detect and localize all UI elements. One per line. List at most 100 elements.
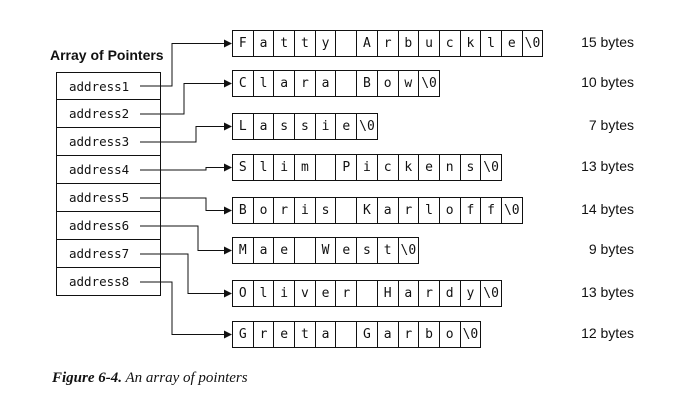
pointer-cell: address6 bbox=[56, 212, 161, 240]
char-cell: r bbox=[294, 70, 316, 97]
byte-count: 13 bytes bbox=[581, 158, 634, 174]
char-cell: t bbox=[294, 30, 316, 57]
char-cell bbox=[335, 30, 358, 57]
char-cell bbox=[335, 197, 358, 224]
char-cell: e bbox=[273, 237, 296, 264]
char-cell: c bbox=[438, 30, 461, 57]
char-cell: e bbox=[500, 30, 523, 57]
char-cell: o bbox=[252, 197, 275, 224]
char-cell: t bbox=[376, 237, 399, 264]
char-cell: \0 bbox=[418, 70, 440, 97]
char-cell: a bbox=[397, 280, 420, 307]
char-cell: w bbox=[397, 70, 420, 97]
char-cell bbox=[314, 154, 337, 181]
char-cell: \0 bbox=[480, 154, 502, 181]
char-cell: r bbox=[397, 197, 420, 224]
char-cell: L bbox=[232, 113, 254, 140]
char-cell: c bbox=[376, 154, 399, 181]
byte-count: 12 bytes bbox=[581, 325, 634, 341]
char-cell: r bbox=[418, 280, 440, 307]
byte-count: 10 bytes bbox=[581, 74, 634, 90]
char-cell: a bbox=[376, 197, 399, 224]
byte-count: 9 bytes bbox=[588, 241, 634, 257]
char-cell: e bbox=[273, 321, 296, 348]
byte-count: 15 bytes bbox=[581, 34, 634, 50]
char-cell: a bbox=[376, 321, 399, 348]
char-cell: a bbox=[252, 237, 275, 264]
char-cell: e bbox=[418, 154, 440, 181]
pointer-cell: address5 bbox=[56, 184, 161, 212]
byte-count: 13 bytes bbox=[581, 284, 634, 300]
byte-count: 14 bytes bbox=[581, 201, 634, 217]
char-cell: l bbox=[252, 154, 275, 181]
char-cell: r bbox=[273, 197, 296, 224]
char-cell: i bbox=[273, 280, 296, 307]
char-cell: e bbox=[314, 280, 337, 307]
caption-text: An array of pointers bbox=[125, 370, 248, 386]
char-cell: l bbox=[480, 30, 502, 57]
figure-caption: Figure 6-4. An array of pointers bbox=[52, 370, 248, 387]
char-cell: \0 bbox=[356, 113, 378, 140]
diagram-title: Array of Pointers bbox=[50, 47, 164, 63]
char-cell bbox=[294, 237, 316, 264]
char-cell: K bbox=[356, 197, 378, 224]
char-cell: B bbox=[356, 70, 378, 97]
char-cell: \0 bbox=[459, 321, 482, 348]
pointer-cell: address2 bbox=[56, 100, 161, 128]
char-cell: i bbox=[294, 197, 316, 224]
char-cell: o bbox=[438, 321, 461, 348]
pointer-cell: address3 bbox=[56, 128, 161, 156]
char-cell: k bbox=[459, 30, 482, 57]
char-cell: a bbox=[273, 70, 296, 97]
char-cell: e bbox=[335, 113, 358, 140]
char-cell: e bbox=[335, 237, 358, 264]
char-cell: o bbox=[438, 197, 461, 224]
char-cell: d bbox=[438, 280, 461, 307]
char-cell: \0 bbox=[480, 280, 502, 307]
char-cell: M bbox=[232, 237, 254, 264]
char-cell: t bbox=[273, 30, 296, 57]
pointer-cell: address1 bbox=[56, 72, 161, 100]
char-cell: s bbox=[459, 154, 482, 181]
char-cell: O bbox=[232, 280, 254, 307]
char-cell: y bbox=[459, 280, 482, 307]
char-cell: l bbox=[252, 280, 275, 307]
char-cell: u bbox=[418, 30, 440, 57]
char-cell: i bbox=[356, 154, 378, 181]
char-cell: b bbox=[397, 30, 420, 57]
char-cell: a bbox=[314, 70, 337, 97]
char-cell: H bbox=[376, 280, 399, 307]
char-cell: k bbox=[397, 154, 420, 181]
char-cell: m bbox=[294, 154, 316, 181]
char-cell: a bbox=[314, 321, 337, 348]
char-cell: o bbox=[376, 70, 399, 97]
char-cell: t bbox=[294, 321, 316, 348]
char-cell: i bbox=[314, 113, 337, 140]
char-cell: b bbox=[418, 321, 440, 348]
char-cell bbox=[356, 280, 378, 307]
char-cell: a bbox=[252, 113, 275, 140]
char-cell: a bbox=[252, 30, 275, 57]
char-cell: l bbox=[418, 197, 440, 224]
char-cell: F bbox=[232, 30, 254, 57]
char-cell: l bbox=[252, 70, 275, 97]
char-cell: f bbox=[459, 197, 482, 224]
char-cell: s bbox=[314, 197, 337, 224]
char-cell: s bbox=[294, 113, 316, 140]
char-cell: S bbox=[232, 154, 254, 181]
char-cell: G bbox=[232, 321, 254, 348]
char-cell: P bbox=[335, 154, 358, 181]
char-cell: B bbox=[232, 197, 254, 224]
caption-label: Figure 6-4. bbox=[52, 370, 123, 386]
char-cell: v bbox=[294, 280, 316, 307]
pointer-cell: address8 bbox=[56, 268, 161, 296]
byte-count: 7 bytes bbox=[588, 117, 634, 133]
